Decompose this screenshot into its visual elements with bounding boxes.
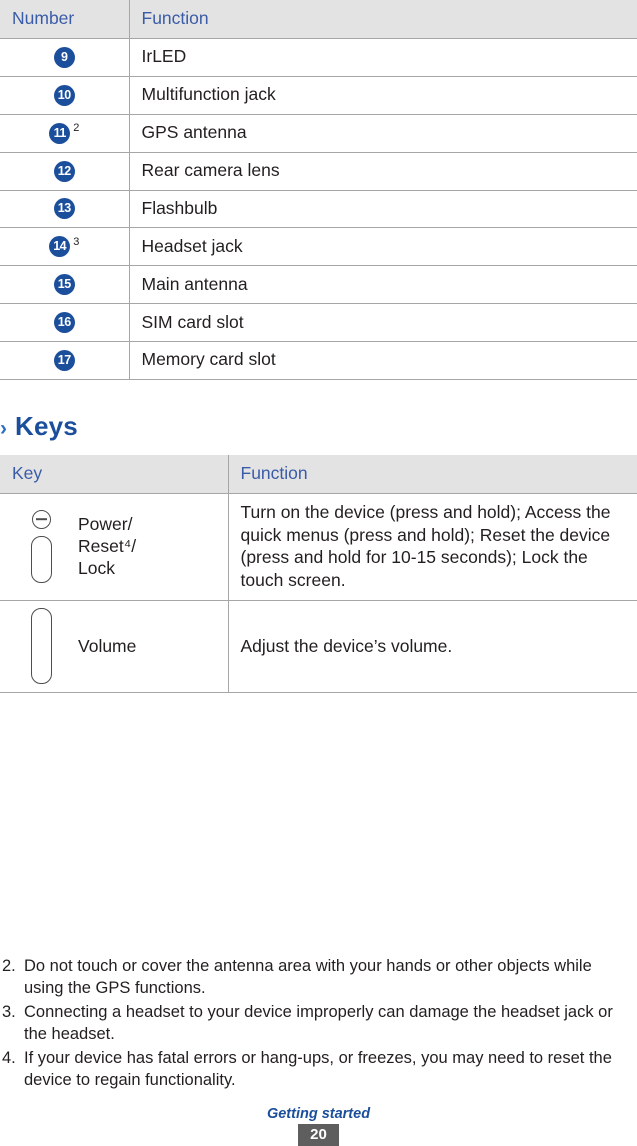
keys-table: Key Function Power/ Reset⁴/ Lock Turn on… xyxy=(0,454,637,693)
page-number-badge: 20 xyxy=(298,1124,339,1146)
number-badge-cell: 9 xyxy=(0,38,129,77)
key-cell-power: Power/ Reset⁴/ Lock xyxy=(0,493,228,601)
keys-table-header-function: Function xyxy=(227,454,637,494)
table-row: Power/ Reset⁴/ Lock Turn on the device (… xyxy=(0,493,637,601)
footnote-text: Do not touch or cover the antenna area w… xyxy=(24,957,592,998)
table-row: 10 Multifunction jack xyxy=(0,76,637,115)
key-label-volume: Volume xyxy=(78,635,137,656)
table-row: 17 Memory card slot xyxy=(0,341,637,380)
key-label-power: Power/ Reset⁴/ Lock xyxy=(78,514,137,579)
footnote-item: 4. If your device has fatal errors or ha… xyxy=(2,1048,631,1092)
footnote-number: 2. xyxy=(2,957,16,976)
number-badge-cell: 10 xyxy=(0,76,129,115)
chevron-right-icon: › xyxy=(0,416,7,440)
circled-number-icon: 12 xyxy=(53,160,75,182)
function-cell: Multifunction jack xyxy=(128,76,637,115)
table-row: 12 Rear camera lens xyxy=(0,152,637,191)
footnote-number: 3. xyxy=(2,1003,16,1022)
number-badge-cell: 13 xyxy=(0,190,129,229)
volume-button-shape-icon xyxy=(30,607,52,684)
power-symbol-icon xyxy=(31,509,51,529)
circled-number-icon: 10 xyxy=(53,84,75,106)
footnote-text: Connecting a headset to your device impr… xyxy=(24,1003,613,1044)
numbers-table-header-function: Function xyxy=(128,0,637,39)
number-badge-cell: 15 xyxy=(0,265,129,305)
function-cell: Flashbulb xyxy=(128,190,637,229)
table-row: Volume Adjust the device’s volume. xyxy=(0,600,637,693)
footnotes: 2. Do not touch or cover the antenna are… xyxy=(0,956,637,1094)
function-cell: Memory card slot xyxy=(128,341,637,380)
number-badge-cell: 12 xyxy=(0,152,129,191)
key-function-volume: Adjust the device’s volume. xyxy=(227,600,637,693)
keys-section-heading: › Keys xyxy=(0,411,637,442)
table-row: 9 IrLED xyxy=(0,38,637,77)
function-cell: Rear camera lens xyxy=(128,152,637,191)
number-badge-cell: 16 xyxy=(0,303,129,342)
circled-number-icon: 15 xyxy=(53,274,75,296)
keys-table-header-row: Key Function xyxy=(0,454,637,494)
footnote-number: 4. xyxy=(2,1049,16,1068)
page-title: Keys xyxy=(15,410,78,441)
footer-section-label: Getting started xyxy=(266,1106,371,1122)
numbers-table: Number Function 9 IrLED 10 Multifunction… xyxy=(0,0,637,380)
function-cell: Headset jack xyxy=(128,227,637,267)
footnote-item: 3. Connecting a headset to your device i… xyxy=(2,1002,631,1046)
page-footer: Getting started 20 xyxy=(0,1106,637,1146)
key-cell-volume: Volume xyxy=(0,600,228,693)
numbers-table-header-row: Number Function xyxy=(0,0,637,39)
table-row: 13 Flashbulb xyxy=(0,190,637,229)
power-button-shape-icon xyxy=(30,535,52,583)
power-key-icon xyxy=(22,509,60,583)
circled-number-icon: 13 xyxy=(53,198,75,220)
footnote-marker: 2 xyxy=(73,121,80,134)
circled-number-icon: 14 xyxy=(49,236,71,258)
function-cell: SIM card slot xyxy=(128,303,637,342)
key-function-power: Turn on the device (press and hold); Acc… xyxy=(227,493,637,601)
function-cell: Main antenna xyxy=(128,265,637,305)
circled-number-icon: 9 xyxy=(53,46,75,68)
circled-number-icon: 17 xyxy=(53,349,75,371)
footnote-text: If your device has fatal errors or hang-… xyxy=(24,1049,612,1090)
circled-number-icon: 16 xyxy=(53,312,75,333)
function-cell: IrLED xyxy=(128,38,637,77)
footnote-item: 2. Do not touch or cover the antenna are… xyxy=(2,956,631,1000)
keys-table-header-key: Key xyxy=(0,454,228,494)
table-row: 15 Main antenna xyxy=(0,265,637,305)
circled-number-icon: 11 xyxy=(49,122,71,144)
function-cell: GPS antenna xyxy=(128,114,637,153)
footnote-marker: 3 xyxy=(73,235,80,248)
volume-key-icon xyxy=(22,607,60,684)
number-badge-cell: 17 xyxy=(0,341,129,380)
numbers-table-header-number: Number xyxy=(0,0,129,39)
table-row: 16 SIM card slot xyxy=(0,303,637,342)
